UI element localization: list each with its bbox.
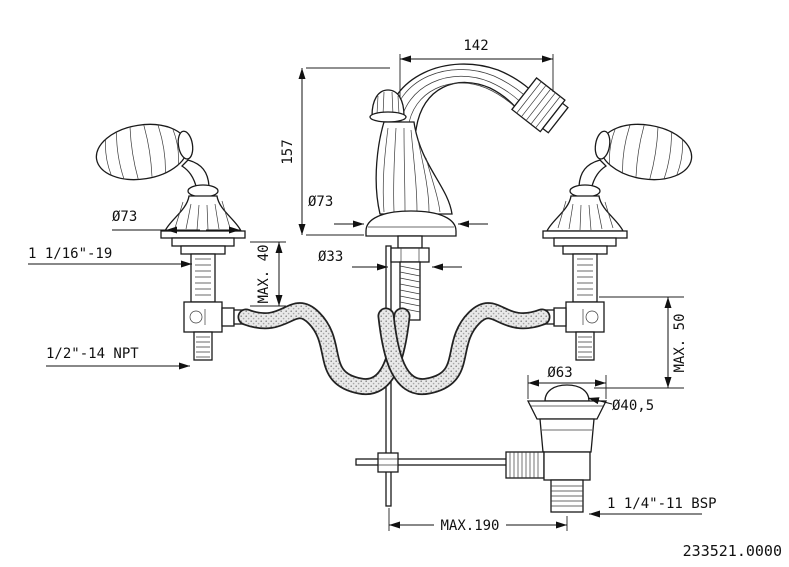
dim-popup-rod-max: MAX.190	[440, 518, 499, 534]
dim-spout-base-diameter: Ø73	[308, 194, 333, 210]
dim-deck-max-drain: MAX. 50	[672, 313, 688, 372]
dim-inlet-thread: 1/2"-14 NPT	[46, 346, 139, 362]
left-handle-assembly	[95, 123, 247, 361]
lever-rod	[355, 452, 517, 473]
dim-handle-diameter: Ø73	[112, 209, 137, 225]
right-hose	[377, 302, 551, 396]
drain-plug	[544, 384, 590, 402]
dim-drain-thread: 1 1/4"-11 BSP	[607, 496, 717, 512]
dim-spout-reach: 142	[463, 38, 488, 54]
finial	[371, 89, 405, 117]
dim-shank-diameter: Ø33	[318, 249, 343, 265]
dim-drain-plug-diameter: Ø40,5	[612, 398, 654, 414]
dimension-annotations: 142 157 Ø73 1 1/16"-19 MAX. 40 Ø73 Ø33 1…	[28, 38, 782, 560]
product-code: 233521.0000	[683, 542, 782, 560]
aerator	[511, 77, 569, 134]
left-handle-lever	[95, 123, 194, 181]
dim-spout-height: 157	[280, 139, 296, 164]
drain-assembly	[505, 384, 608, 513]
dim-drain-flange-diameter: Ø63	[547, 365, 572, 381]
dim-deck-max-valve: MAX. 40	[256, 244, 272, 303]
dim-handle-thread: 1 1/16"-19	[28, 246, 112, 262]
spout-assembly	[365, 63, 569, 321]
